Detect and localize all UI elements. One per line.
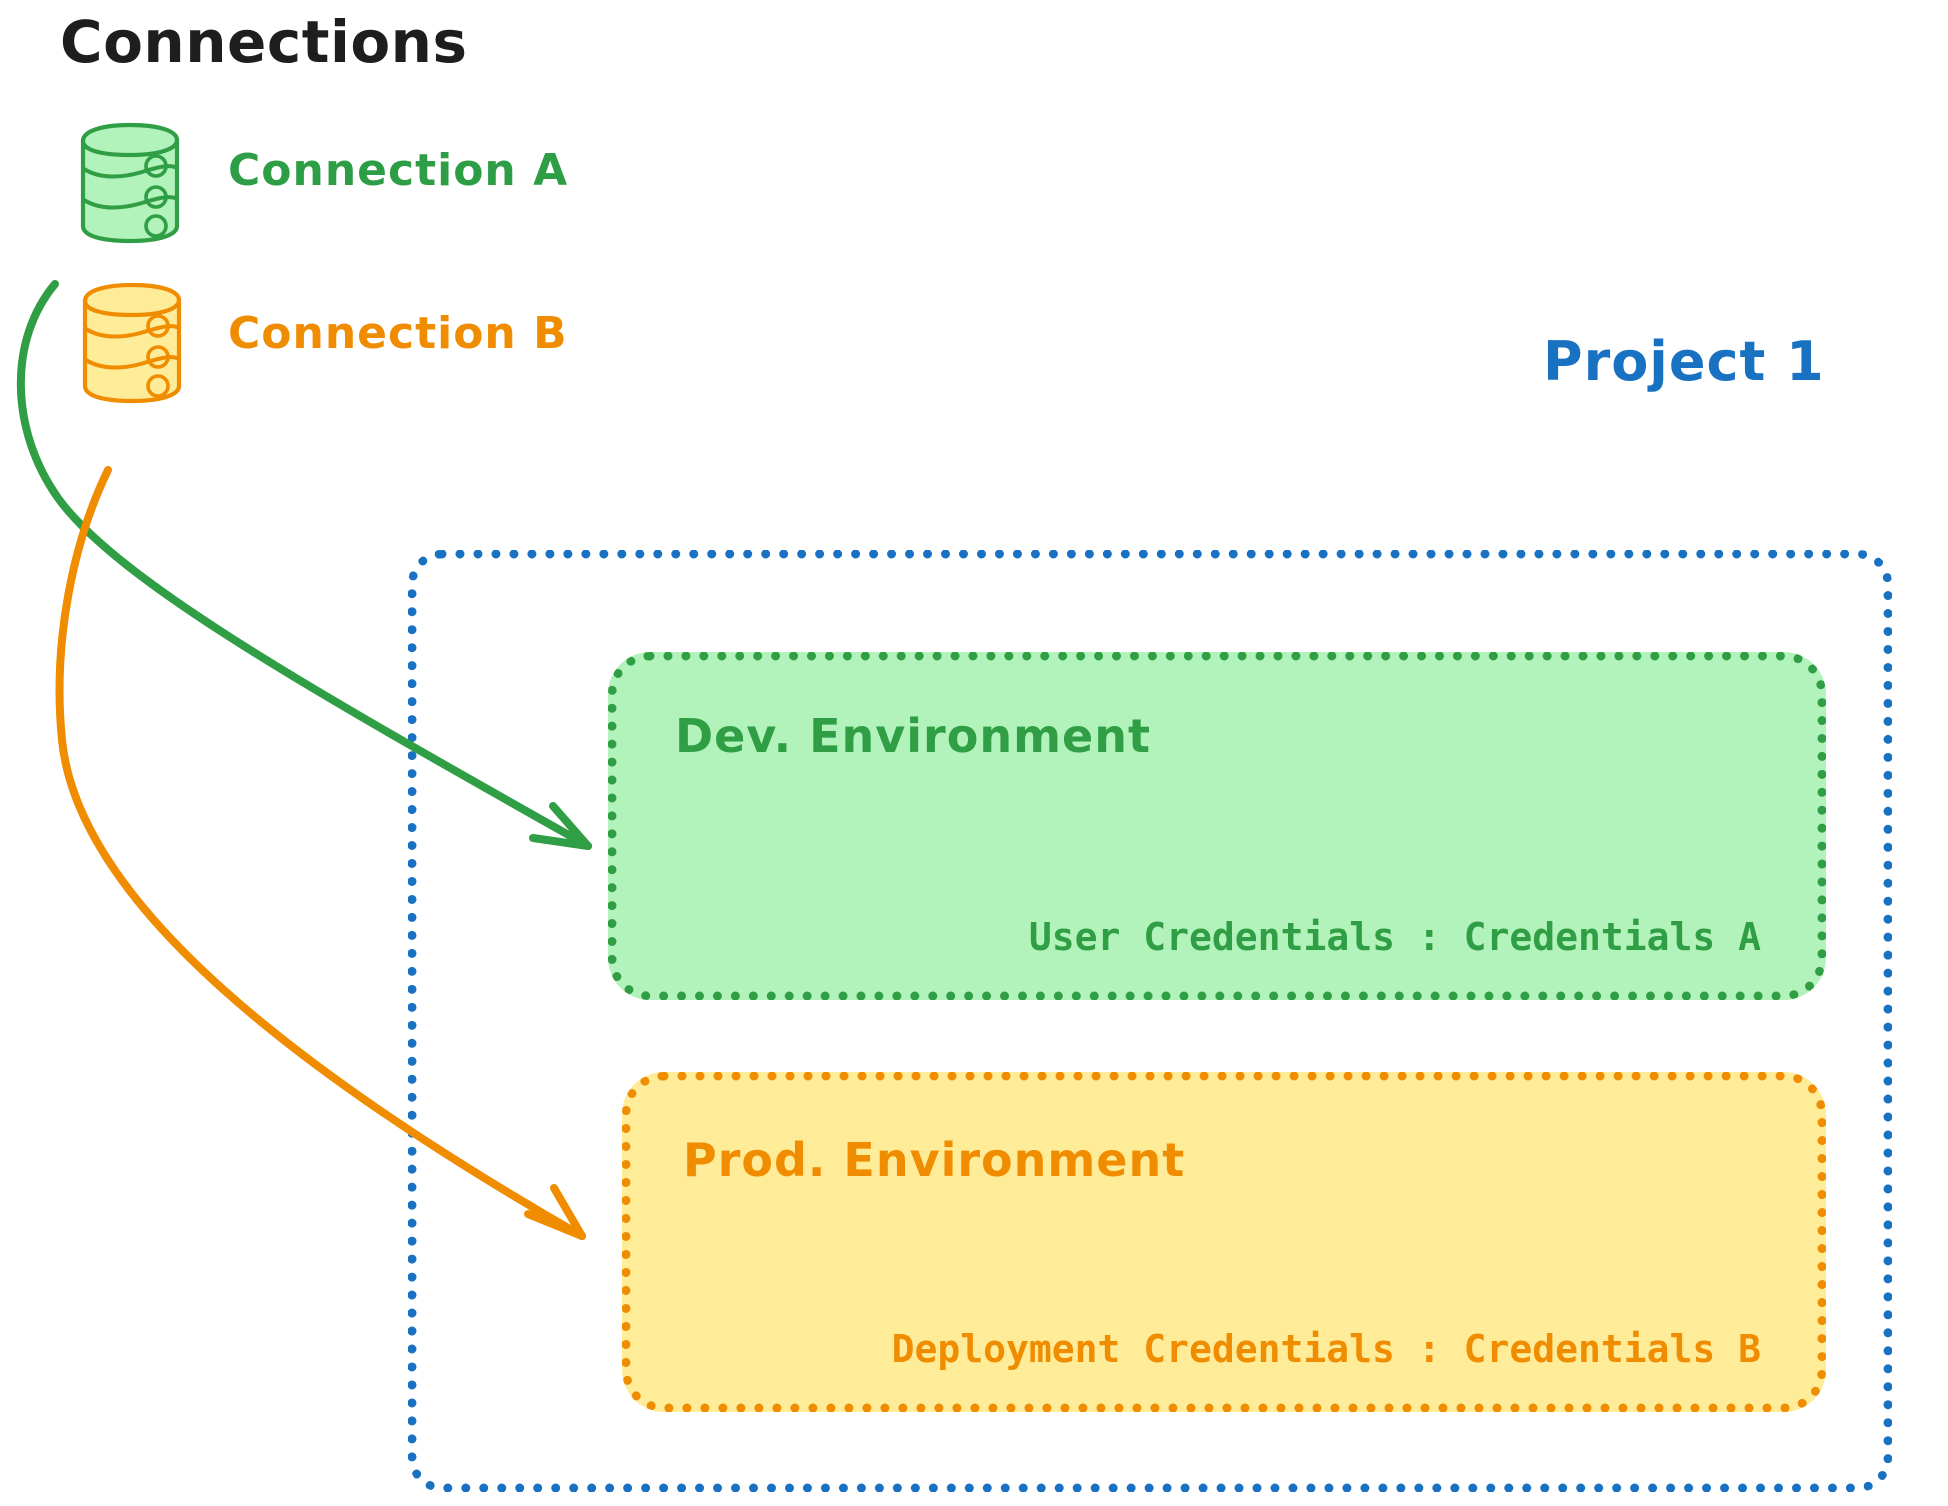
connections-heading: Connections	[60, 8, 468, 76]
database-cylinder-icon[interactable]	[70, 118, 190, 248]
project-title: Project 1	[1543, 330, 1825, 393]
project-boundary-box	[408, 550, 1892, 1492]
connection-a-label: Connection A	[228, 145, 569, 196]
connection-b-label: Connection B	[228, 308, 568, 359]
arrow-connection-b-to-prod	[55, 466, 586, 1240]
database-cylinder-icon[interactable]	[72, 278, 192, 408]
prod-environment-credentials: Deployment Credentials : Credentials B	[891, 1327, 1761, 1371]
dev-environment-title: Dev. Environment	[675, 709, 1151, 763]
prod-environment-title: Prod. Environment	[683, 1133, 1186, 1187]
dev-environment-box[interactable]: Dev. Environment User Credentials : Cred…	[608, 652, 1826, 1000]
dev-environment-credentials: User Credentials : Credentials A	[1028, 915, 1761, 959]
arrow-connection-a-to-dev	[16, 280, 592, 850]
prod-environment-box[interactable]: Prod. Environment Deployment Credentials…	[622, 1072, 1826, 1412]
